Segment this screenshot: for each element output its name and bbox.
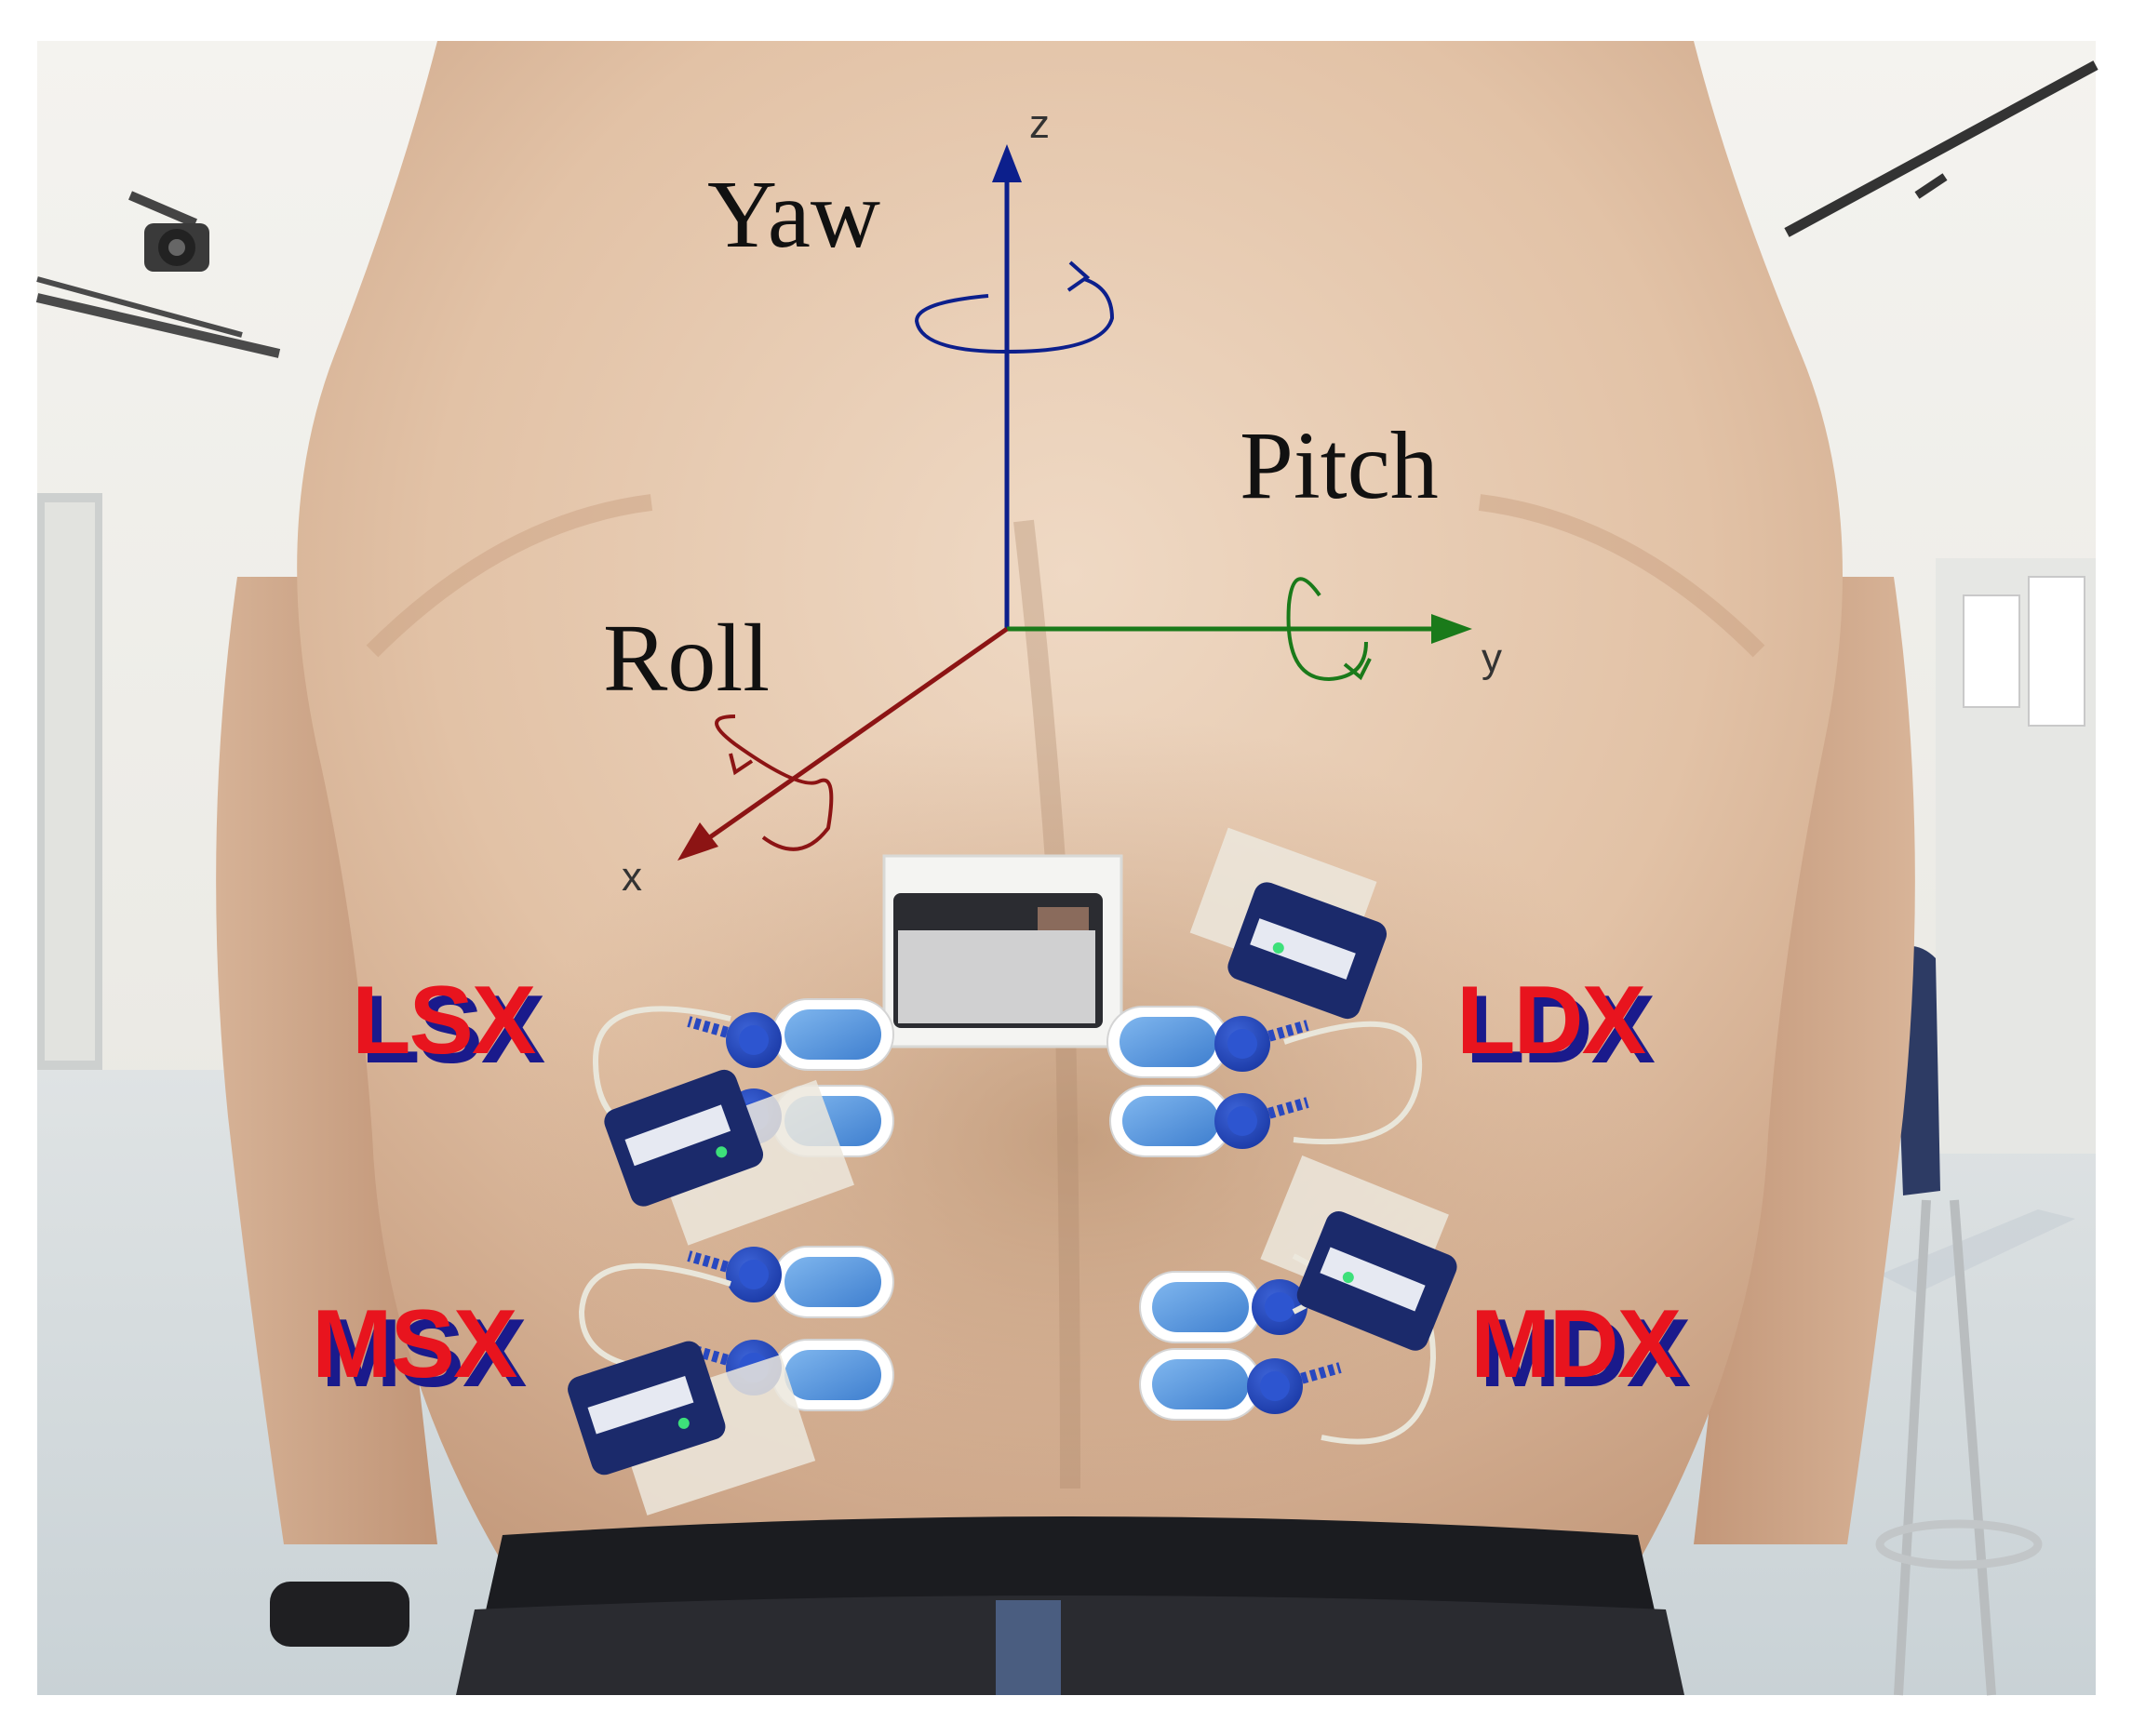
y-axis-label: y	[1482, 635, 1502, 681]
electrode-snap-cap	[1265, 1292, 1294, 1322]
emg-electrodes	[687, 998, 1347, 1421]
roll-rotation-icon	[715, 714, 834, 851]
label-ldx-shadow: LDX	[1466, 976, 1656, 1084]
z-axis-arrowhead-icon	[992, 144, 1022, 182]
imu-sensor-ldx	[1189, 827, 1388, 1020]
electrode-snap-cap	[1227, 1029, 1257, 1059]
electrode-snap-cap	[739, 1260, 769, 1289]
imu-sensor-lsx	[604, 1069, 854, 1246]
imu-sensor-msx	[568, 1341, 816, 1516]
electrode-gel	[784, 1009, 881, 1060]
label-mdx: MDX	[1470, 1290, 1682, 1398]
electrode-gel	[784, 1350, 881, 1400]
x-axis-arrowhead-icon	[677, 822, 718, 861]
coordinate-axes: Yaw Pitch Roll z y x	[603, 101, 1502, 900]
data-logger-device	[882, 854, 1123, 1048]
electrode-snap-cap	[739, 1025, 769, 1055]
label-msx-shadow: MSX	[321, 1300, 527, 1408]
sensor-labels: LSX LSX LDX LDX MSX MSX MDX MDX	[312, 967, 1693, 1408]
pitch-rotation-icon	[1286, 577, 1372, 682]
z-axis-label: z	[1029, 101, 1050, 147]
label-ldx: LDX	[1456, 967, 1646, 1075]
electrode-snap-cap	[1260, 1371, 1290, 1401]
roll-label: Roll	[603, 605, 770, 712]
electrode-gel	[1122, 1096, 1219, 1146]
pitch-label: Pitch	[1240, 412, 1439, 519]
y-axis-arrowhead-icon	[1431, 614, 1472, 644]
electrode-gel	[1152, 1359, 1249, 1409]
imu-sensor-mdx	[1260, 1155, 1457, 1351]
label-mdx-shadow: MDX	[1480, 1300, 1691, 1408]
electrode-gel	[1152, 1282, 1249, 1332]
x-axis-label: x	[622, 854, 642, 900]
electrode-snap-cap	[1227, 1106, 1257, 1136]
electrode-gel	[784, 1257, 881, 1307]
x-axis	[705, 626, 1009, 842]
yaw-label: Yaw	[707, 161, 880, 268]
label-lsx: LSX	[352, 967, 536, 1075]
label-lsx-shadow: LSX	[361, 976, 545, 1084]
label-msx: MSX	[312, 1290, 517, 1398]
wrist-watch	[270, 1582, 409, 1647]
electrode-gel	[1120, 1017, 1216, 1067]
yaw-rotation-icon	[914, 260, 1115, 354]
ceiling-camera-icon	[128, 191, 209, 272]
